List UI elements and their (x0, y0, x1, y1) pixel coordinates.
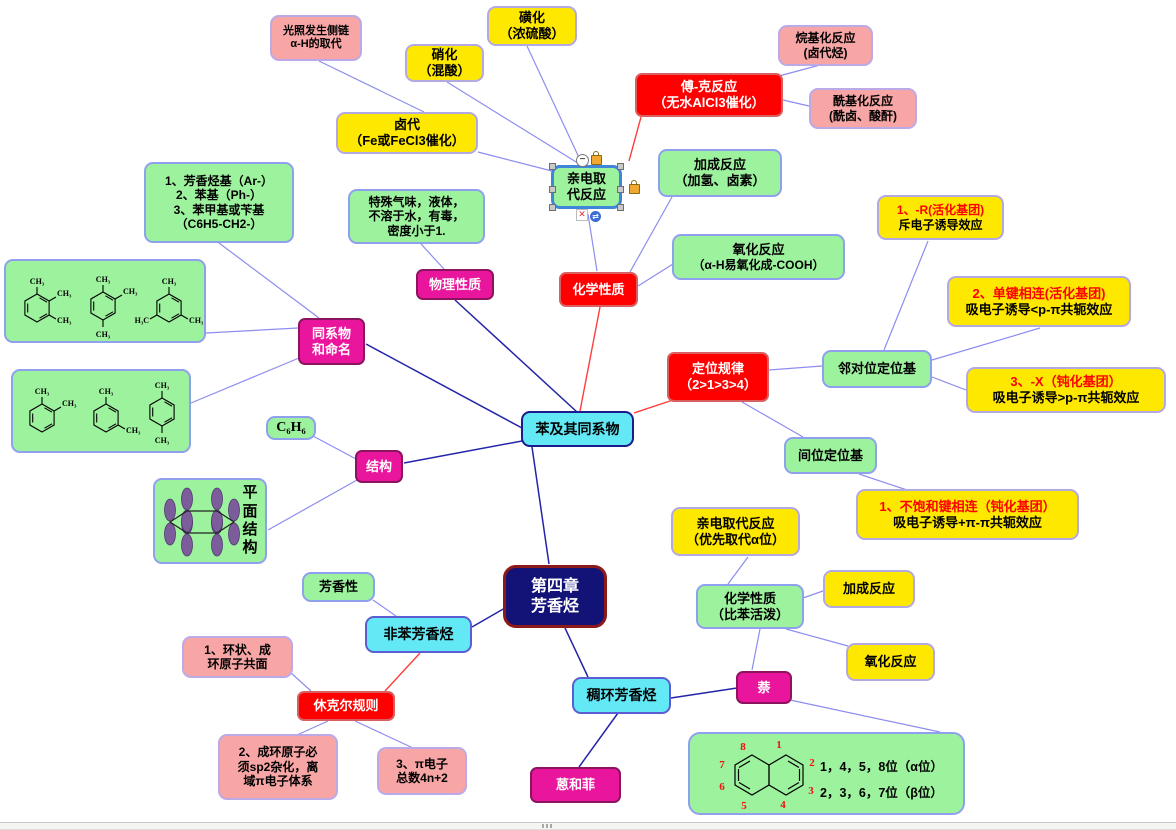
node-addition[interactable]: 加成反应 （加氢、卤素） (658, 149, 782, 197)
node-naphthalene[interactable]: 萘 (736, 671, 792, 704)
svg-text:CH₃: CH₃ (96, 330, 111, 339)
svg-text:CH₃: CH₃ (35, 387, 50, 396)
node-activator-single-bond[interactable]: 2、单键相连(活化基团) 吸电子诱导<p-π共轭效应 (947, 276, 1131, 327)
svg-text:CH₃: CH₃ (123, 287, 138, 296)
splitter-grip-icon[interactable] (542, 824, 552, 828)
svg-text:6: 6 (719, 781, 725, 793)
trimethylbenzene-diagram: CH₃ CH₃ CH₃ CH₃ CH₃ CH₃ CH₃ CH₃ H₃C (24, 275, 203, 339)
selection-handle[interactable] (617, 204, 624, 211)
node-aryl-groups[interactable]: 1、芳香烃基（Ar-） 2、苯基（Ph-） 3、苯甲基或苄基 （C6H5-CH2… (144, 162, 294, 243)
svg-text:H₃C: H₃C (135, 316, 150, 325)
node-sulfonation[interactable]: 磺化 （浓硫酸） (487, 6, 577, 46)
broken-link-icon: ✕ (576, 209, 588, 221)
node-deactivator-unsaturated[interactable]: 1、不饱和键相连（钝化基团） 吸电子诱导+π-π共轭效应 (856, 489, 1079, 540)
selection-handle[interactable] (549, 204, 556, 211)
horizontal-scrollbar[interactable] (0, 822, 1176, 830)
selection-handle[interactable] (617, 186, 624, 193)
svg-text:CH₃: CH₃ (162, 277, 177, 286)
selection-handle[interactable] (549, 186, 556, 193)
svg-text:CH₃: CH₃ (126, 426, 141, 435)
node-naphthalene-numbering[interactable]: 8 1 7 2 6 3 5 4 1，4，5，8位（α位） 2，3，6，7位（β位… (688, 732, 965, 815)
planar-structure-label: 平 面 结 构 (242, 484, 258, 557)
svg-text:2: 2 (809, 757, 815, 769)
lock-icon (591, 151, 602, 165)
svg-text:CH₃: CH₃ (189, 316, 203, 325)
node-halogenation[interactable]: 卤代 （Fe或FeCl3催化） (336, 112, 478, 154)
svg-text:CH₃: CH₃ (57, 316, 72, 325)
node-physical[interactable]: 物理性质 (416, 269, 494, 300)
node-naph-chemical[interactable]: 化学性质 （比苯活泼） (696, 584, 804, 629)
node-xylene-structures[interactable]: CH₃ CH₃ CH₃ CH₃ CH₃ CH₃ (11, 369, 191, 453)
node-benzene-formula[interactable]: C₆H₆ (266, 416, 316, 440)
collapse-minus-icon[interactable]: − (576, 154, 589, 167)
node-huckel-1[interactable]: 1、环状、成 环原子共面 (182, 636, 293, 678)
svg-text:3: 3 (808, 785, 814, 797)
svg-text:CH₃: CH₃ (155, 436, 170, 445)
node-friedel-crafts[interactable]: 傅-克反应 （无水AlCl3催化） (635, 73, 783, 117)
node-acylation[interactable]: 酰基化反应 (酰卤、酸酐) (809, 88, 917, 129)
node-naph-electrophilic[interactable]: 亲电取代反应 （优先取代α位） (671, 507, 800, 556)
node-deactivator-x[interactable]: 3、-X（钝化基团） 吸电子诱导>p-π共轭效应 (966, 367, 1166, 413)
node-activator-r[interactable]: 1、-R(活化基团) 斥电子诱导效应 (877, 195, 1004, 240)
node-ortho-para-director[interactable]: 邻对位定位基 (822, 350, 932, 388)
node-positioning-rule[interactable]: 定位规律 （2>1>3>4） (667, 352, 769, 402)
node-structure[interactable]: 结构 (355, 450, 403, 483)
node-alkylation[interactable]: 烷基化反应 (卤代烃) (778, 25, 873, 66)
node-nitration[interactable]: 硝化 （混酸） (405, 44, 484, 82)
node-oxidation[interactable]: 氧化反应 （α-H易氧化成-COOH） (672, 234, 845, 280)
svg-text:CH₃: CH₃ (99, 387, 114, 396)
p-orbital-diagram (164, 487, 241, 557)
node-physical-properties-note[interactable]: 特殊气味，液体， 不溶于水，有毒， 密度小于1. (348, 189, 485, 244)
svg-text:1: 1 (776, 739, 782, 751)
node-non-benzene[interactable]: 非苯芳香烃 (365, 616, 472, 653)
node-naph-addition[interactable]: 加成反应 (823, 570, 915, 608)
svg-text:CH₃: CH₃ (96, 275, 111, 284)
node-homologs-naming[interactable]: 同系物 和命名 (298, 318, 365, 365)
node-benzene-homologs[interactable]: 苯及其同系物 (521, 411, 634, 447)
node-naph-oxidation[interactable]: 氧化反应 (846, 643, 935, 681)
svg-text:CH₃: CH₃ (57, 289, 72, 298)
svg-text:4: 4 (780, 799, 786, 811)
node-light-substitution[interactable]: 光照发生侧链 α-H的取代 (270, 15, 362, 61)
svg-text:CH₃: CH₃ (62, 399, 77, 408)
xylene-diagram: CH₃ CH₃ CH₃ CH₃ CH₃ CH₃ (29, 381, 175, 445)
node-anthracene-phenanthrene[interactable]: 蒽和菲 (530, 767, 621, 803)
node-meta-director[interactable]: 间位定位基 (784, 437, 877, 474)
selection-handle[interactable] (617, 163, 624, 170)
svg-text:7: 7 (719, 759, 725, 771)
svg-text:8: 8 (740, 741, 746, 753)
swap-arrows-icon: ⇄ (590, 211, 601, 222)
svg-text:1，4，5，8位（α位）: 1，4，5，8位（α位） (820, 759, 943, 774)
svg-text:5: 5 (741, 800, 747, 812)
node-electrophilic-substitution[interactable]: 亲电取 代反应 − ✕ ⇄ (549, 151, 640, 222)
svg-text:CH₃: CH₃ (30, 277, 45, 286)
node-fused-ring[interactable]: 稠环芳香烃 (572, 677, 671, 714)
node-trimethylbenzene-structures[interactable]: CH₃ CH₃ CH₃ CH₃ CH₃ CH₃ CH₃ CH₃ H₃C (4, 259, 206, 343)
node-planar-structure[interactable]: 平 面 结 构 (153, 478, 267, 564)
node-chemical[interactable]: 化学性质 (559, 272, 638, 307)
node-huckel-rule[interactable]: 休克尔规则 (297, 691, 395, 721)
node-chapter-root[interactable]: 第四章 芳香烃 (503, 565, 607, 628)
node-huckel-2[interactable]: 2、成环原子必 须sp2杂化，离 域π电子体系 (218, 734, 338, 800)
node-aromaticity[interactable]: 芳香性 (302, 572, 375, 602)
node-huckel-3[interactable]: 3、π电子 总数4n+2 (377, 747, 467, 795)
lock-icon (629, 180, 640, 194)
naphthalene-diagram: 8 1 7 2 6 3 5 4 1，4，5，8位（α位） 2，3，6，7位（β位… (719, 739, 943, 812)
svg-text:2，3，6，7位（β位）: 2，3，6，7位（β位） (820, 785, 943, 800)
selection-handle[interactable] (549, 163, 556, 170)
svg-text:CH₃: CH₃ (155, 381, 170, 390)
